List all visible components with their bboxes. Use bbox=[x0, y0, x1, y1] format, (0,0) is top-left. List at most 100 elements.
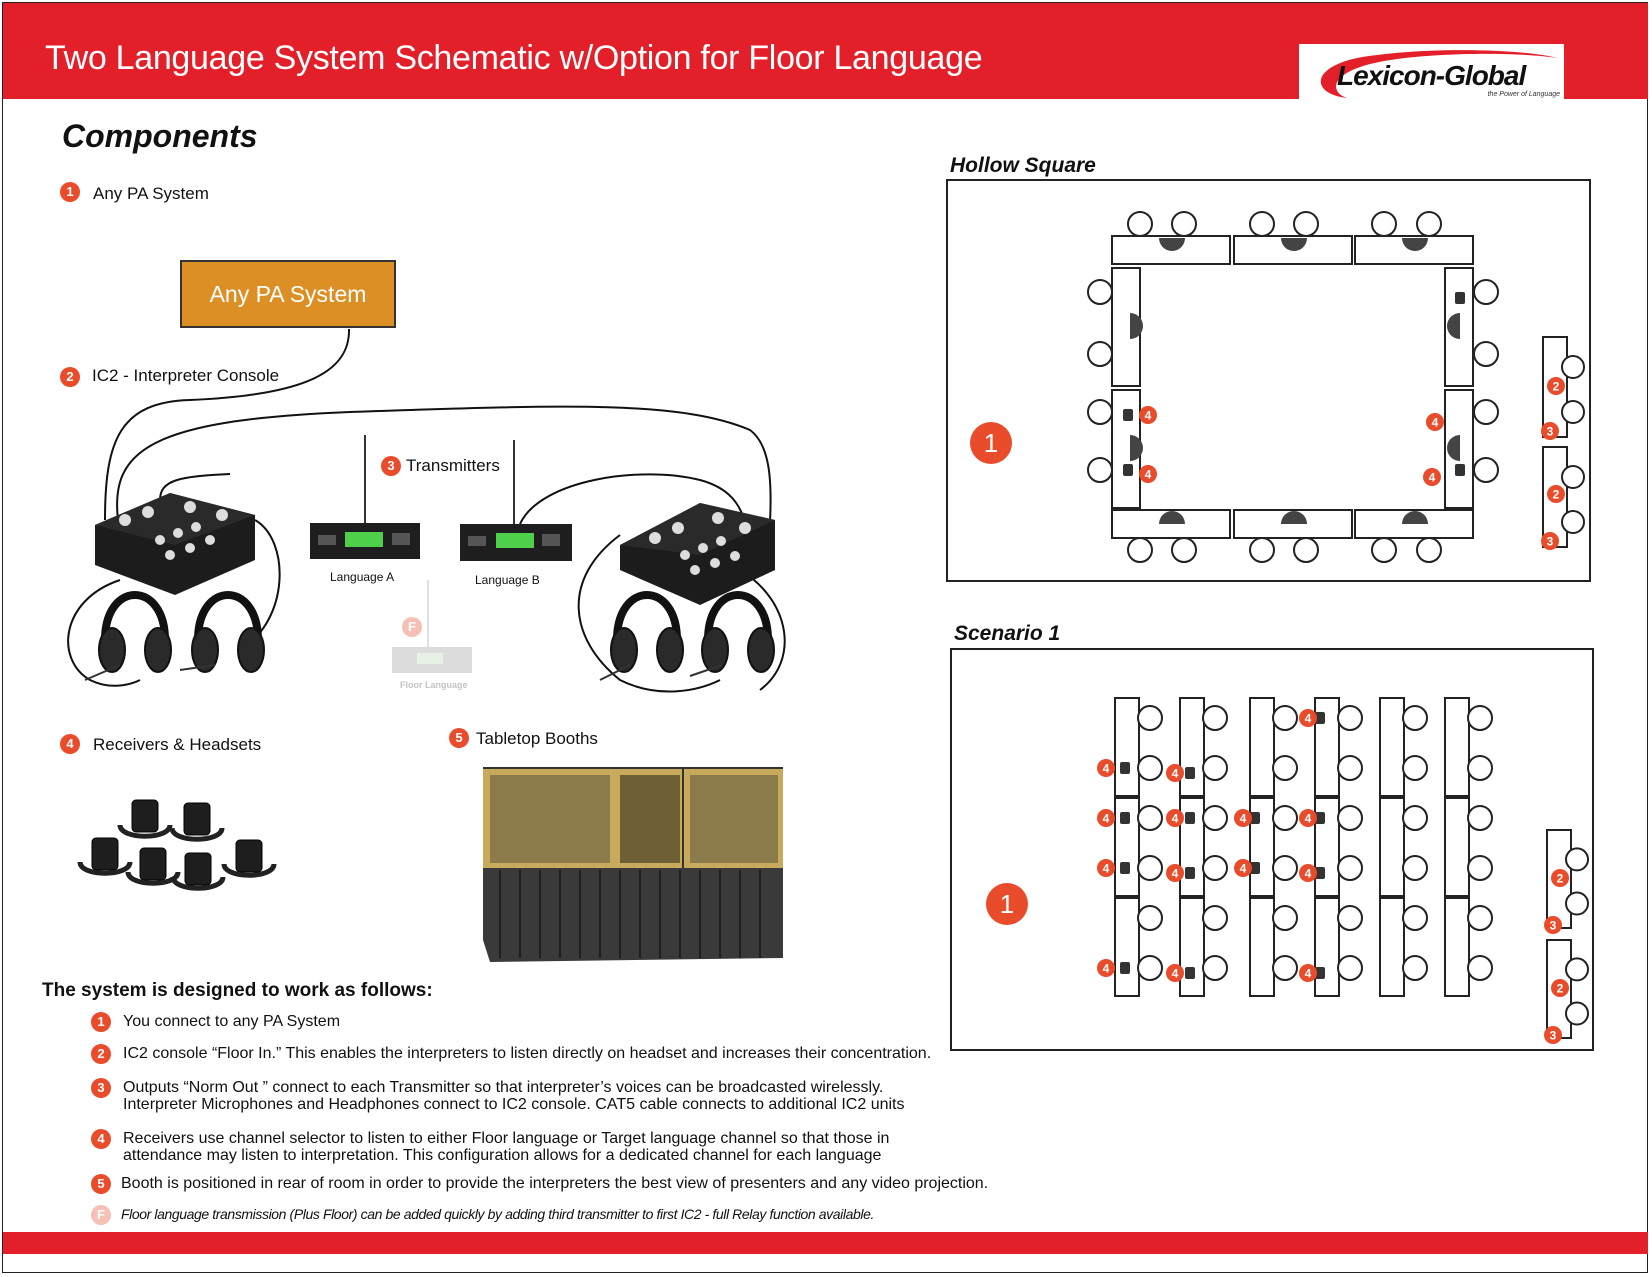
component-label-booths: Tabletop Booths bbox=[476, 729, 598, 748]
floor-transmitter-badge: F bbox=[402, 617, 422, 637]
microphone-icon bbox=[1447, 313, 1460, 339]
receiver-icon bbox=[1315, 712, 1325, 724]
step-5-text: Booth is positioned in rear of room in o… bbox=[121, 1175, 989, 1192]
seat bbox=[1467, 955, 1493, 981]
seat bbox=[1473, 457, 1499, 483]
seat bbox=[1249, 537, 1275, 563]
interpreter-seat bbox=[1561, 355, 1585, 379]
marker-label: 4 bbox=[1145, 468, 1152, 482]
interpreter-seat bbox=[1561, 400, 1585, 424]
microphone-icon bbox=[1402, 238, 1428, 251]
table bbox=[1179, 697, 1205, 797]
component-label-pa: Any PA System bbox=[93, 184, 209, 203]
seat bbox=[1272, 955, 1298, 981]
seat bbox=[1337, 805, 1363, 831]
floor-note-badge: F bbox=[91, 1205, 111, 1225]
marker-badge bbox=[1166, 964, 1184, 982]
table bbox=[1249, 697, 1275, 797]
marker-badge bbox=[1097, 759, 1115, 777]
receiver-icon bbox=[1315, 867, 1325, 879]
step-badge-1: 1 bbox=[91, 1012, 111, 1032]
marker-label: 3 bbox=[1547, 535, 1554, 549]
seat bbox=[1467, 705, 1493, 731]
step-2-text: IC2 console “Floor In.” This enables the… bbox=[123, 1045, 932, 1062]
seat bbox=[1402, 855, 1428, 881]
marker-badge bbox=[1234, 859, 1252, 877]
marker-badge bbox=[1299, 709, 1317, 727]
marker-label: 4 bbox=[1305, 967, 1312, 981]
seat bbox=[1272, 905, 1298, 931]
marker-badge bbox=[1544, 1026, 1562, 1044]
seat bbox=[1467, 805, 1493, 831]
receiver-icon bbox=[1185, 967, 1195, 979]
receiver-icon bbox=[1120, 862, 1130, 874]
seat bbox=[1272, 805, 1298, 831]
receiver-icon bbox=[1250, 812, 1260, 824]
seat bbox=[1467, 755, 1493, 781]
seat bbox=[1467, 905, 1493, 931]
marker-badge bbox=[1097, 859, 1115, 877]
marker-label: 2 bbox=[1553, 488, 1560, 502]
marker-badge bbox=[1299, 864, 1317, 882]
seat bbox=[1087, 341, 1113, 367]
company-logo: Lexicon-Global the Power of Language bbox=[1299, 44, 1564, 102]
seat bbox=[1272, 855, 1298, 881]
seat bbox=[1467, 855, 1493, 881]
seat bbox=[1371, 211, 1397, 237]
receiver-icon bbox=[1120, 812, 1130, 824]
component-label-console: IC2 - Interpreter Console bbox=[92, 366, 280, 385]
microphone-icon bbox=[1281, 511, 1307, 524]
microphone-icon bbox=[1130, 435, 1143, 461]
marker-label: 3 bbox=[1547, 425, 1554, 439]
step-3-text-line1: Outputs “Norm Out ” connect to each Tran… bbox=[123, 1079, 884, 1096]
seat bbox=[1202, 805, 1228, 831]
hollow-square-title: Hollow Square bbox=[950, 154, 1096, 177]
component-label-receivers: Receivers & Headsets bbox=[93, 735, 262, 754]
seat bbox=[1137, 805, 1163, 831]
microphone-icon bbox=[1130, 313, 1143, 339]
seat bbox=[1127, 211, 1153, 237]
step-3-text-line2: Interpreter Microphones and Headphones c… bbox=[123, 1096, 905, 1113]
marker-badge bbox=[1551, 979, 1569, 997]
interpreter-seat bbox=[1565, 891, 1589, 916]
marker-badge bbox=[1299, 964, 1317, 982]
seat bbox=[1473, 279, 1499, 305]
instructions-heading: The system is designed to work as follow… bbox=[42, 980, 433, 1001]
marker-badge bbox=[1541, 532, 1559, 550]
seat bbox=[1087, 399, 1113, 425]
table bbox=[1444, 697, 1470, 797]
seat bbox=[1337, 755, 1363, 781]
marker-label: 4 bbox=[1305, 867, 1312, 881]
seat bbox=[1171, 537, 1197, 563]
marker-label: 4 bbox=[1172, 767, 1179, 781]
marker-label: 4 bbox=[1172, 867, 1179, 881]
marker-badge bbox=[1166, 809, 1184, 827]
receiver-icon bbox=[1315, 967, 1325, 979]
marker-label: 4 bbox=[1240, 812, 1247, 826]
table bbox=[1444, 797, 1470, 897]
receivers-cluster bbox=[77, 799, 277, 891]
marker-label: 3 bbox=[1550, 1029, 1557, 1043]
logo-swoosh-icon bbox=[1320, 50, 1557, 98]
transmitter-b-label: Language B bbox=[475, 573, 540, 587]
microphone-icon bbox=[1159, 238, 1185, 251]
seat bbox=[1402, 755, 1428, 781]
marker-label: 4 bbox=[1103, 962, 1110, 976]
seat bbox=[1337, 705, 1363, 731]
interpreter-console-right bbox=[620, 503, 775, 605]
seat bbox=[1202, 755, 1228, 781]
logo-tagline: the Power of Language bbox=[1487, 91, 1560, 98]
marker-label: 4 bbox=[1172, 812, 1179, 826]
receiver-icon bbox=[1185, 867, 1195, 879]
component-badge-2: 2 bbox=[60, 367, 80, 387]
step-badge-2: 2 bbox=[91, 1044, 111, 1064]
table bbox=[1379, 897, 1405, 997]
marker-badge bbox=[1547, 377, 1565, 395]
microphone-icon bbox=[1159, 511, 1185, 524]
microphone-icon bbox=[1402, 511, 1428, 524]
transmitter-a-label: Language A bbox=[330, 570, 395, 584]
marker-label: 4 bbox=[1103, 812, 1110, 826]
marker-label: 4 bbox=[1240, 862, 1247, 876]
marker-label: 4 bbox=[1429, 471, 1436, 485]
